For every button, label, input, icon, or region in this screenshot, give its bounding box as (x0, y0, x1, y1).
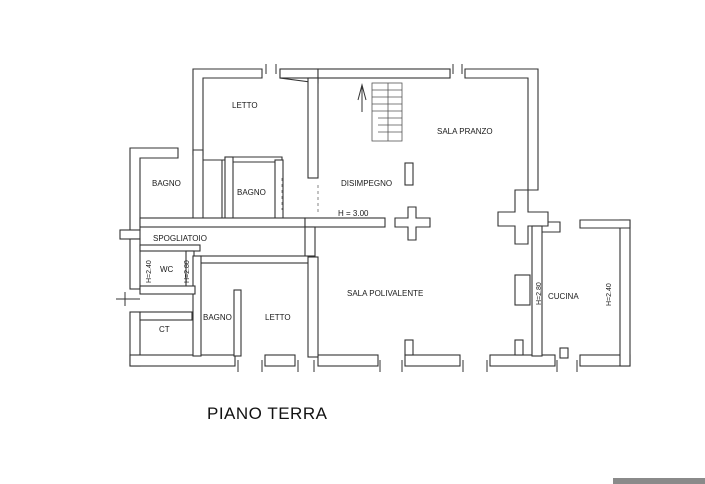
room-label-bagno-center: BAGNO (237, 188, 266, 197)
interior-walls (139, 77, 569, 359)
outer-walls (119, 68, 631, 367)
height-label-wc-right: H=2.80 (184, 260, 191, 283)
room-label-letto-top: LETTO (232, 101, 258, 110)
room-label-ct: CT (159, 325, 170, 334)
room-label-bagno-left: BAGNO (152, 179, 181, 188)
room-label-wc: WC (160, 265, 174, 274)
room-label-letto-bottom: LETTO (265, 313, 291, 322)
height-label-disimpegno: H = 3.00 (338, 209, 369, 218)
height-label-cucina-wall: H=2.40 (606, 283, 613, 306)
staircase (357, 82, 403, 142)
height-label-wc-left: H=2.40 (146, 260, 153, 283)
room-label-sala-polivalente: SALA POLIVALENTE (347, 289, 423, 298)
room-label-cucina: CUCINA (548, 292, 579, 301)
openings (116, 64, 578, 372)
room-label-bagno-bottom: BAGNO (203, 313, 232, 322)
plan-title: PIANO TERRA (207, 404, 328, 423)
height-label-kitchen-island: H=2.80 (536, 282, 543, 305)
room-label-spogliatoio: SPOGLIATOIO (153, 234, 207, 243)
room-label-disimpegno: DISIMPEGNO (341, 179, 392, 188)
scale-bar (613, 478, 705, 484)
room-label-sala-pranzo: SALA PRANZO (437, 127, 493, 136)
